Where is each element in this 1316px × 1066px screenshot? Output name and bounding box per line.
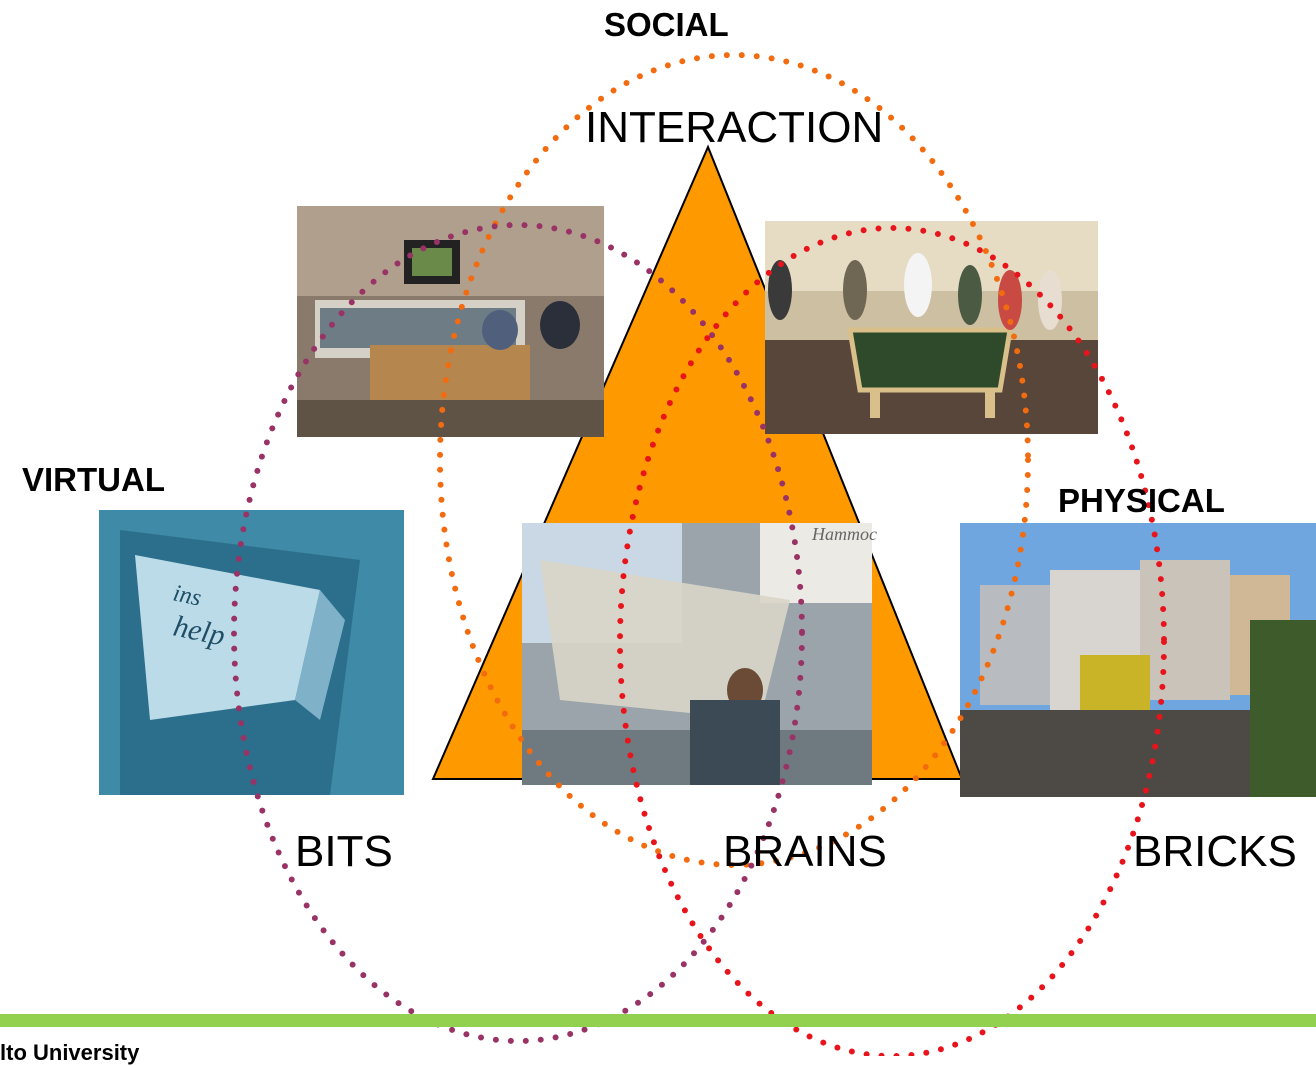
key-text-ins: ins — [171, 580, 204, 611]
physical-circle — [617, 225, 1167, 1056]
footer-university-name: lto University — [0, 1040, 140, 1065]
photo-video-conference — [297, 206, 604, 437]
virtual-circle — [231, 222, 805, 1044]
photo-keyboard-help: ins help — [99, 510, 404, 795]
label-physical: PHYSICAL — [1058, 482, 1225, 519]
photo-hammock: Hammoc — [522, 523, 877, 785]
label-bricks: BRICKS — [1133, 827, 1297, 876]
photo-building — [960, 523, 1316, 797]
label-social: SOCIAL — [604, 6, 729, 43]
photo-pool-table — [765, 221, 1098, 434]
footer-bar — [0, 1014, 1316, 1027]
label-brains: BRAINS — [723, 827, 887, 876]
label-interaction: INTERACTION — [585, 103, 884, 152]
label-virtual: VIRTUAL — [22, 461, 165, 498]
whiteboard-text: Hammoc — [811, 524, 877, 544]
label-bits: BITS — [295, 827, 393, 876]
social-circle — [437, 52, 1031, 868]
